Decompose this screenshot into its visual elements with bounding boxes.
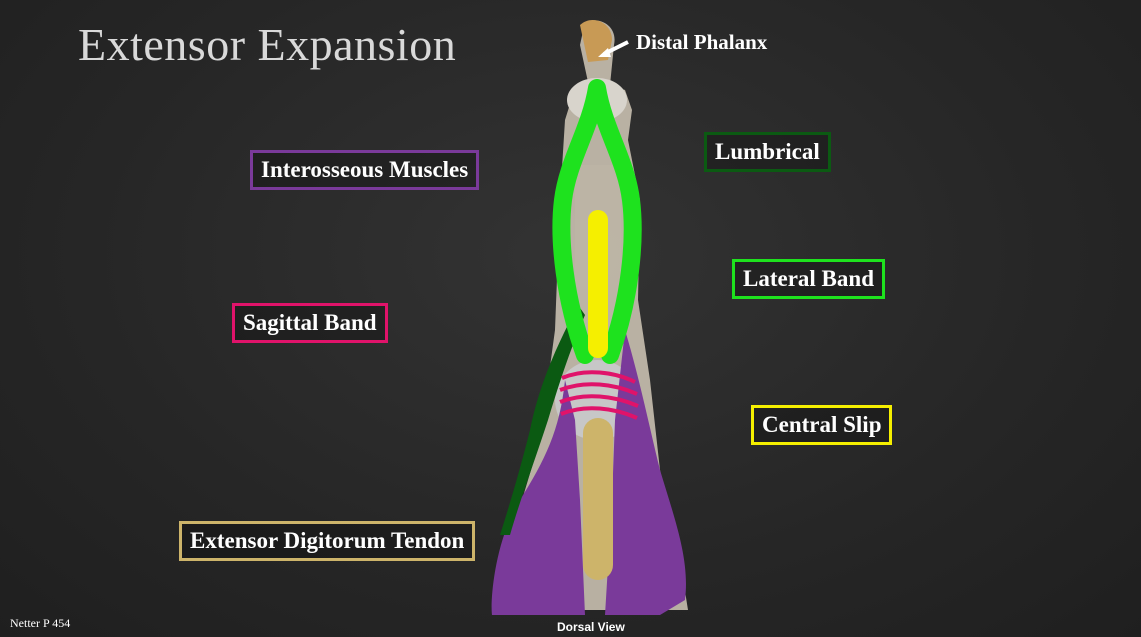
label-distal-phalanx: Distal Phalanx	[636, 30, 768, 54]
label-extensor-tendon: Extensor Digitorum Tendon	[179, 521, 476, 561]
sagittal-bands	[559, 370, 639, 420]
slide-title: Extensor Expansion	[78, 19, 457, 70]
label-central-slip: Central Slip	[751, 405, 893, 445]
lumbrical-band	[500, 305, 585, 535]
central-slip	[588, 210, 608, 358]
interosseous-left	[491, 380, 585, 615]
source-citation: Netter P 454	[10, 616, 71, 630]
label-sagittal-band: Sagittal Band	[232, 303, 388, 343]
distal-phalanx-arrow	[598, 40, 629, 57]
lateral-band	[552, 79, 642, 364]
label-lumbrical: Lumbrical	[704, 132, 831, 172]
label-lateral-band: Lateral Band	[732, 259, 885, 299]
extensor-tendon	[583, 418, 613, 580]
label-interosseous: Interosseous Muscles	[250, 150, 480, 190]
view-caption: Dorsal View	[557, 620, 625, 634]
